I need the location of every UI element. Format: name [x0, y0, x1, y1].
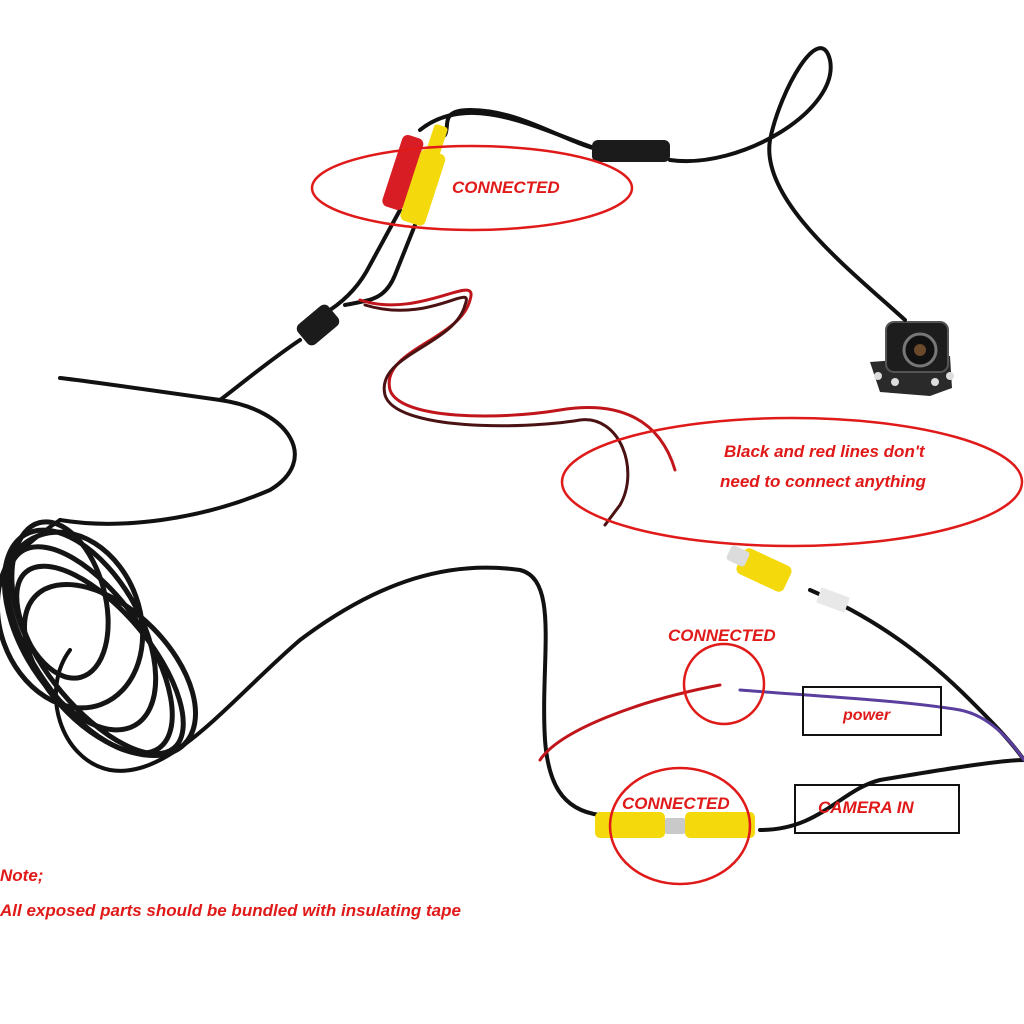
power-wires: [538, 683, 1024, 762]
camera-in-label: CAMERA IN: [818, 798, 914, 817]
connected-label-video: CONNECTED: [622, 794, 730, 813]
loose-red-black-wires: [358, 288, 677, 527]
inline-plug-top: [592, 140, 670, 162]
power-label-box: [802, 686, 942, 736]
rca-yellow-right: [726, 545, 850, 613]
rca-plugs-top: [382, 124, 448, 226]
annotation-ellipses: [310, 144, 1024, 886]
connected-label-top: CONNECTED: [452, 178, 560, 197]
no-connect-note-line1: Black and red lines don't: [724, 442, 925, 461]
note-title: Note;: [0, 866, 44, 885]
connected-label-power: CONNECTED: [668, 626, 776, 645]
cable-coil: [0, 519, 199, 759]
power-label: power: [843, 707, 891, 724]
no-connect-note-line2: need to connect anything: [720, 472, 926, 491]
backup-camera: [870, 321, 954, 396]
rca-joint-bottom: [595, 812, 755, 838]
inline-plug-left: [296, 304, 340, 346]
camera-in-label-box: [794, 784, 960, 834]
note-text: All exposed parts should be bundled with…: [0, 901, 461, 920]
